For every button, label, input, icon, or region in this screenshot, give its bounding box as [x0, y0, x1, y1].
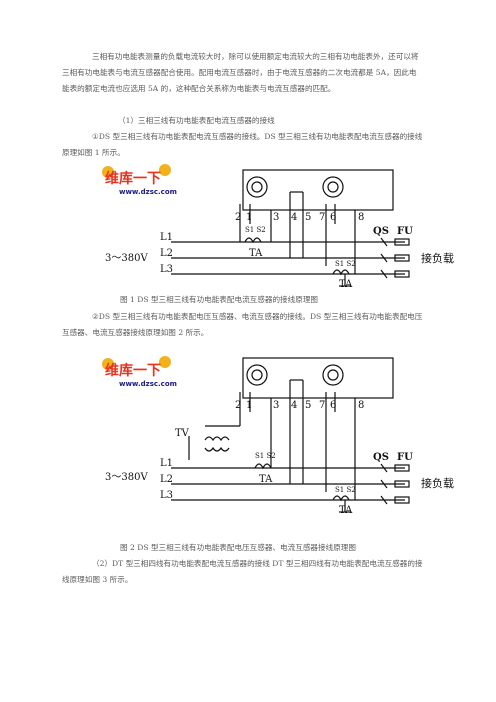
figure-2-svg: 维库一下 www.dzsc.com [102, 356, 454, 516]
ct1-s-label: S1 S2 [245, 226, 266, 234]
terminal-4: 4 [291, 212, 297, 223]
watermark-url-2: www.dzsc.com [119, 380, 177, 388]
load-label: 接负载 [421, 476, 454, 490]
fu-label: FU [397, 452, 413, 463]
paragraph-fig3-desc: （2）DT 型三相四线有功电能表配电流互感器的接线 DT 型三相四线有功电能表配… [62, 559, 423, 584]
ct2-s-label: S1 S2 [335, 486, 356, 494]
terminal-7: 7 [319, 400, 325, 411]
watermark-url: www.dzsc.com [119, 188, 177, 196]
terminal-8: 8 [358, 400, 364, 411]
terminal-7: 7 [319, 212, 325, 223]
watermark-logo-2: 维库一下 www.dzsc.com [102, 356, 177, 388]
figure-2-caption: 图 2 DS 型三相三线有功电能表配电压互感器、电流互感器接线原理图 [120, 543, 356, 552]
terminal-1: 1 [246, 212, 252, 223]
watermark-title-2: 维库一下 [105, 362, 161, 379]
terminal-3: 3 [273, 212, 279, 223]
section-heading: （1）三相三线有功电能表配电流互感器的接线 [118, 116, 275, 125]
ct2-s-label: S1 S2 [335, 260, 356, 268]
terminal-4: 4 [291, 400, 297, 411]
terminal-8: 8 [358, 212, 364, 223]
figure-2-wiring-diagram: 维库一下 www.dzsc.com [102, 350, 454, 518]
ct2-label: TA [339, 505, 353, 516]
watermark-logo: 维库一下 www.dzsc.com [102, 164, 177, 196]
terminal-6: 6 [330, 400, 336, 411]
line-l2-label: L2 [160, 474, 173, 485]
figure-1-svg: 维库一下 www.dzsc.com [102, 164, 454, 290]
terminal-2: 2 [235, 212, 241, 223]
line-l1-label: L1 [160, 232, 173, 243]
intro-paragraph: 三相有功电能表测量的负载电流较大时，除可以使用额定电流较大的三相有功电能表外，还… [62, 52, 419, 93]
terminal-3: 3 [273, 400, 279, 411]
line-l3-label: L3 [160, 264, 173, 275]
tv-label: TV [175, 428, 190, 439]
figure-1-caption: 图 1 DS 型三相三线有功电能表配电流互感器的接线原理图 [120, 295, 319, 304]
line-l1-label: L1 [160, 458, 173, 469]
terminal-6: 6 [330, 212, 336, 223]
terminal-5: 5 [305, 400, 311, 411]
watermark-title: 维库一下 [105, 170, 161, 187]
load-label: 接负载 [421, 251, 454, 265]
paragraph-fig2-desc: ②DS 型三相三线有功电能表配电压互感器、电流互感器的接线。DS 型三相三线有功… [62, 312, 423, 337]
ct1-label: TA [259, 474, 273, 485]
terminal-1: 1 [246, 400, 252, 411]
terminal-5: 5 [305, 212, 311, 223]
voltage-label: 3～380V [105, 253, 148, 264]
figure-1-wiring-diagram: 维库一下 www.dzsc.com [102, 162, 454, 290]
terminal-2: 2 [235, 400, 241, 411]
line-l3-label: L3 [160, 490, 173, 501]
fu-label: FU [397, 226, 413, 237]
qs-label: QS [373, 226, 389, 237]
paragraph-fig1-desc: ①DS 型三相三线有功电能表配电流互感器的接线。DS 型三相三线有功电能表配电流… [62, 132, 423, 157]
voltage-label: 3～380V [105, 472, 148, 483]
ct1-s-label: S1 S2 [255, 452, 276, 460]
line-l2-label: L2 [160, 248, 173, 259]
ct2-label: TA [339, 279, 353, 290]
ct1-label: TA [249, 248, 263, 259]
qs-label: QS [373, 452, 389, 463]
